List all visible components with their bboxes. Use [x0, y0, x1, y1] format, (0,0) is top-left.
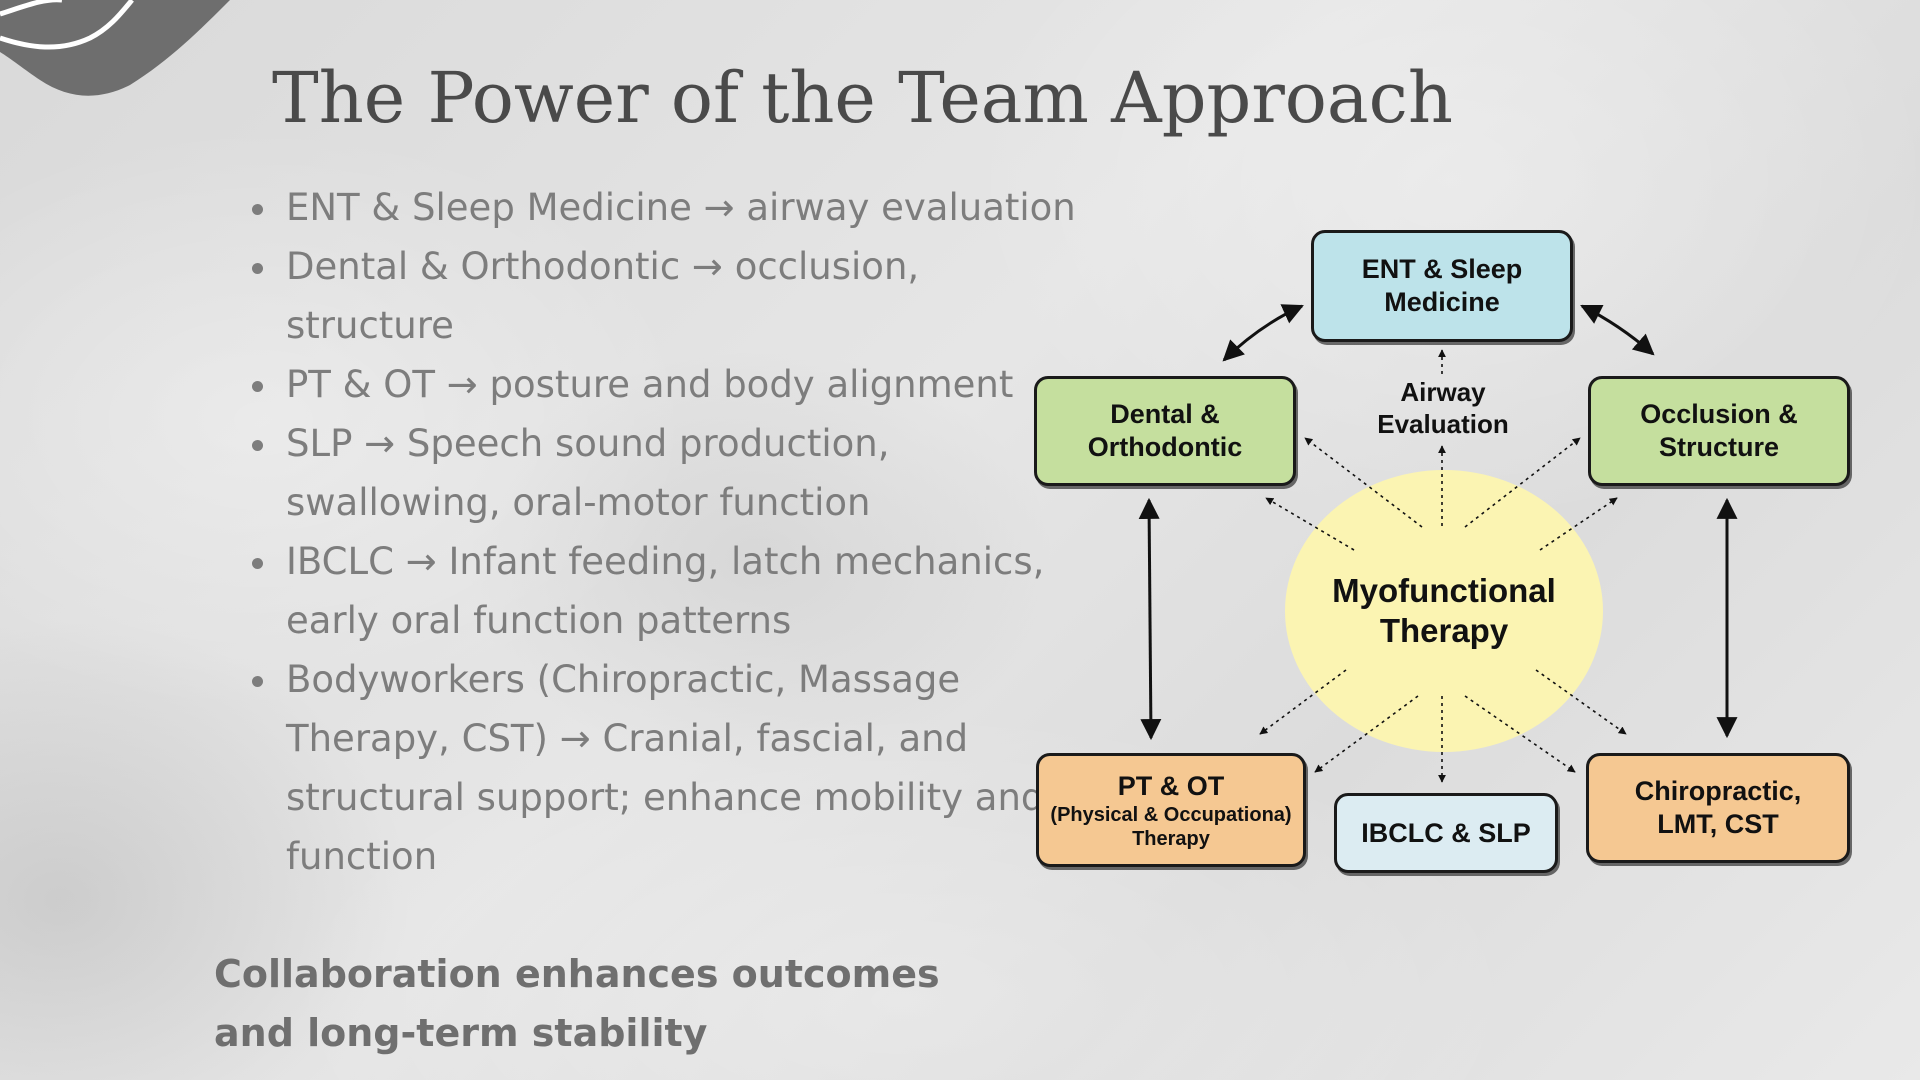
bullet-list: ENT & Sleep Medicine → airway evaluation… — [218, 178, 1086, 886]
node-occlusion-label: Occlusion & Structure — [1640, 399, 1798, 462]
corner-swoosh-decoration — [0, 0, 230, 96]
node-dental-orthodontic: Dental & Orthodontic — [1034, 376, 1296, 486]
node-ibclc-slp: IBCLC & SLP — [1334, 793, 1558, 873]
node-chiropractic-lmt-cst: Chiropractic, LMT, CST — [1586, 753, 1850, 863]
bullet-ibclc: IBCLC → Infant feeding, latch mechanics,… — [252, 532, 1086, 650]
node-chiro-label: Chiropractic, LMT, CST — [1634, 776, 1802, 839]
bullet-pt-ot: PT & OT → posture and body alignment — [252, 355, 1086, 414]
node-ent-label: ENT & Sleep Medicine — [1361, 254, 1523, 317]
node-dental-label: Dental & Orthodontic — [1087, 399, 1243, 462]
diagram-connectors — [1138, 304, 1738, 783]
conclusion-text: Collaboration enhances outcomes and long… — [214, 952, 940, 1055]
node-pt-label: PT & OT — [1117, 770, 1225, 801]
spoke-center-dental — [1304, 437, 1423, 528]
slide-title: The Power of the Team Approach — [272, 57, 1453, 139]
node-ent-sleep-medicine: ENT & Sleep Medicine — [1311, 230, 1573, 342]
node-pt-ot: PT & OT (Physical & Occupationa) Therapy — [1036, 753, 1306, 867]
airway-evaluation-label: Airway Evaluation — [1377, 377, 1509, 439]
arrow-dental-pt — [1138, 497, 1162, 741]
spoke-center-pt — [1259, 669, 1347, 735]
bullet-slp: SLP → Speech sound production, swallowin… — [252, 414, 1086, 532]
arrow-ent-occlusion — [1580, 304, 1655, 356]
spoke-center-chiro-low — [1464, 695, 1576, 773]
spoke-center-occlusion — [1464, 437, 1581, 528]
bullet-ent: ENT & Sleep Medicine → airway evaluation — [252, 178, 1086, 237]
spoke-center-pt-low — [1314, 695, 1419, 773]
spoke-center-chiro — [1535, 669, 1627, 735]
spoke-center-occlusion-low — [1539, 497, 1618, 551]
node-pt-sublabel: (Physical & Occupationa) Therapy — [1050, 803, 1292, 850]
bullet-bodyworkers: Bodyworkers (Chiropractic, Massage Thera… — [252, 650, 1086, 886]
team-approach-diagram: Myofunctional Therapy Airway Evaluation — [1020, 220, 1870, 900]
center-myofunctional-therapy: Myofunctional Therapy — [1285, 470, 1603, 752]
node-ibclc-label: IBCLC & SLP — [1361, 817, 1531, 848]
node-occlusion-structure: Occlusion & Structure — [1588, 376, 1850, 486]
arrow-dental-ent — [1222, 304, 1304, 362]
bullet-dental: Dental & Orthodontic → occlusion, struct… — [252, 237, 1086, 355]
spoke-center-dental-low — [1265, 497, 1355, 551]
